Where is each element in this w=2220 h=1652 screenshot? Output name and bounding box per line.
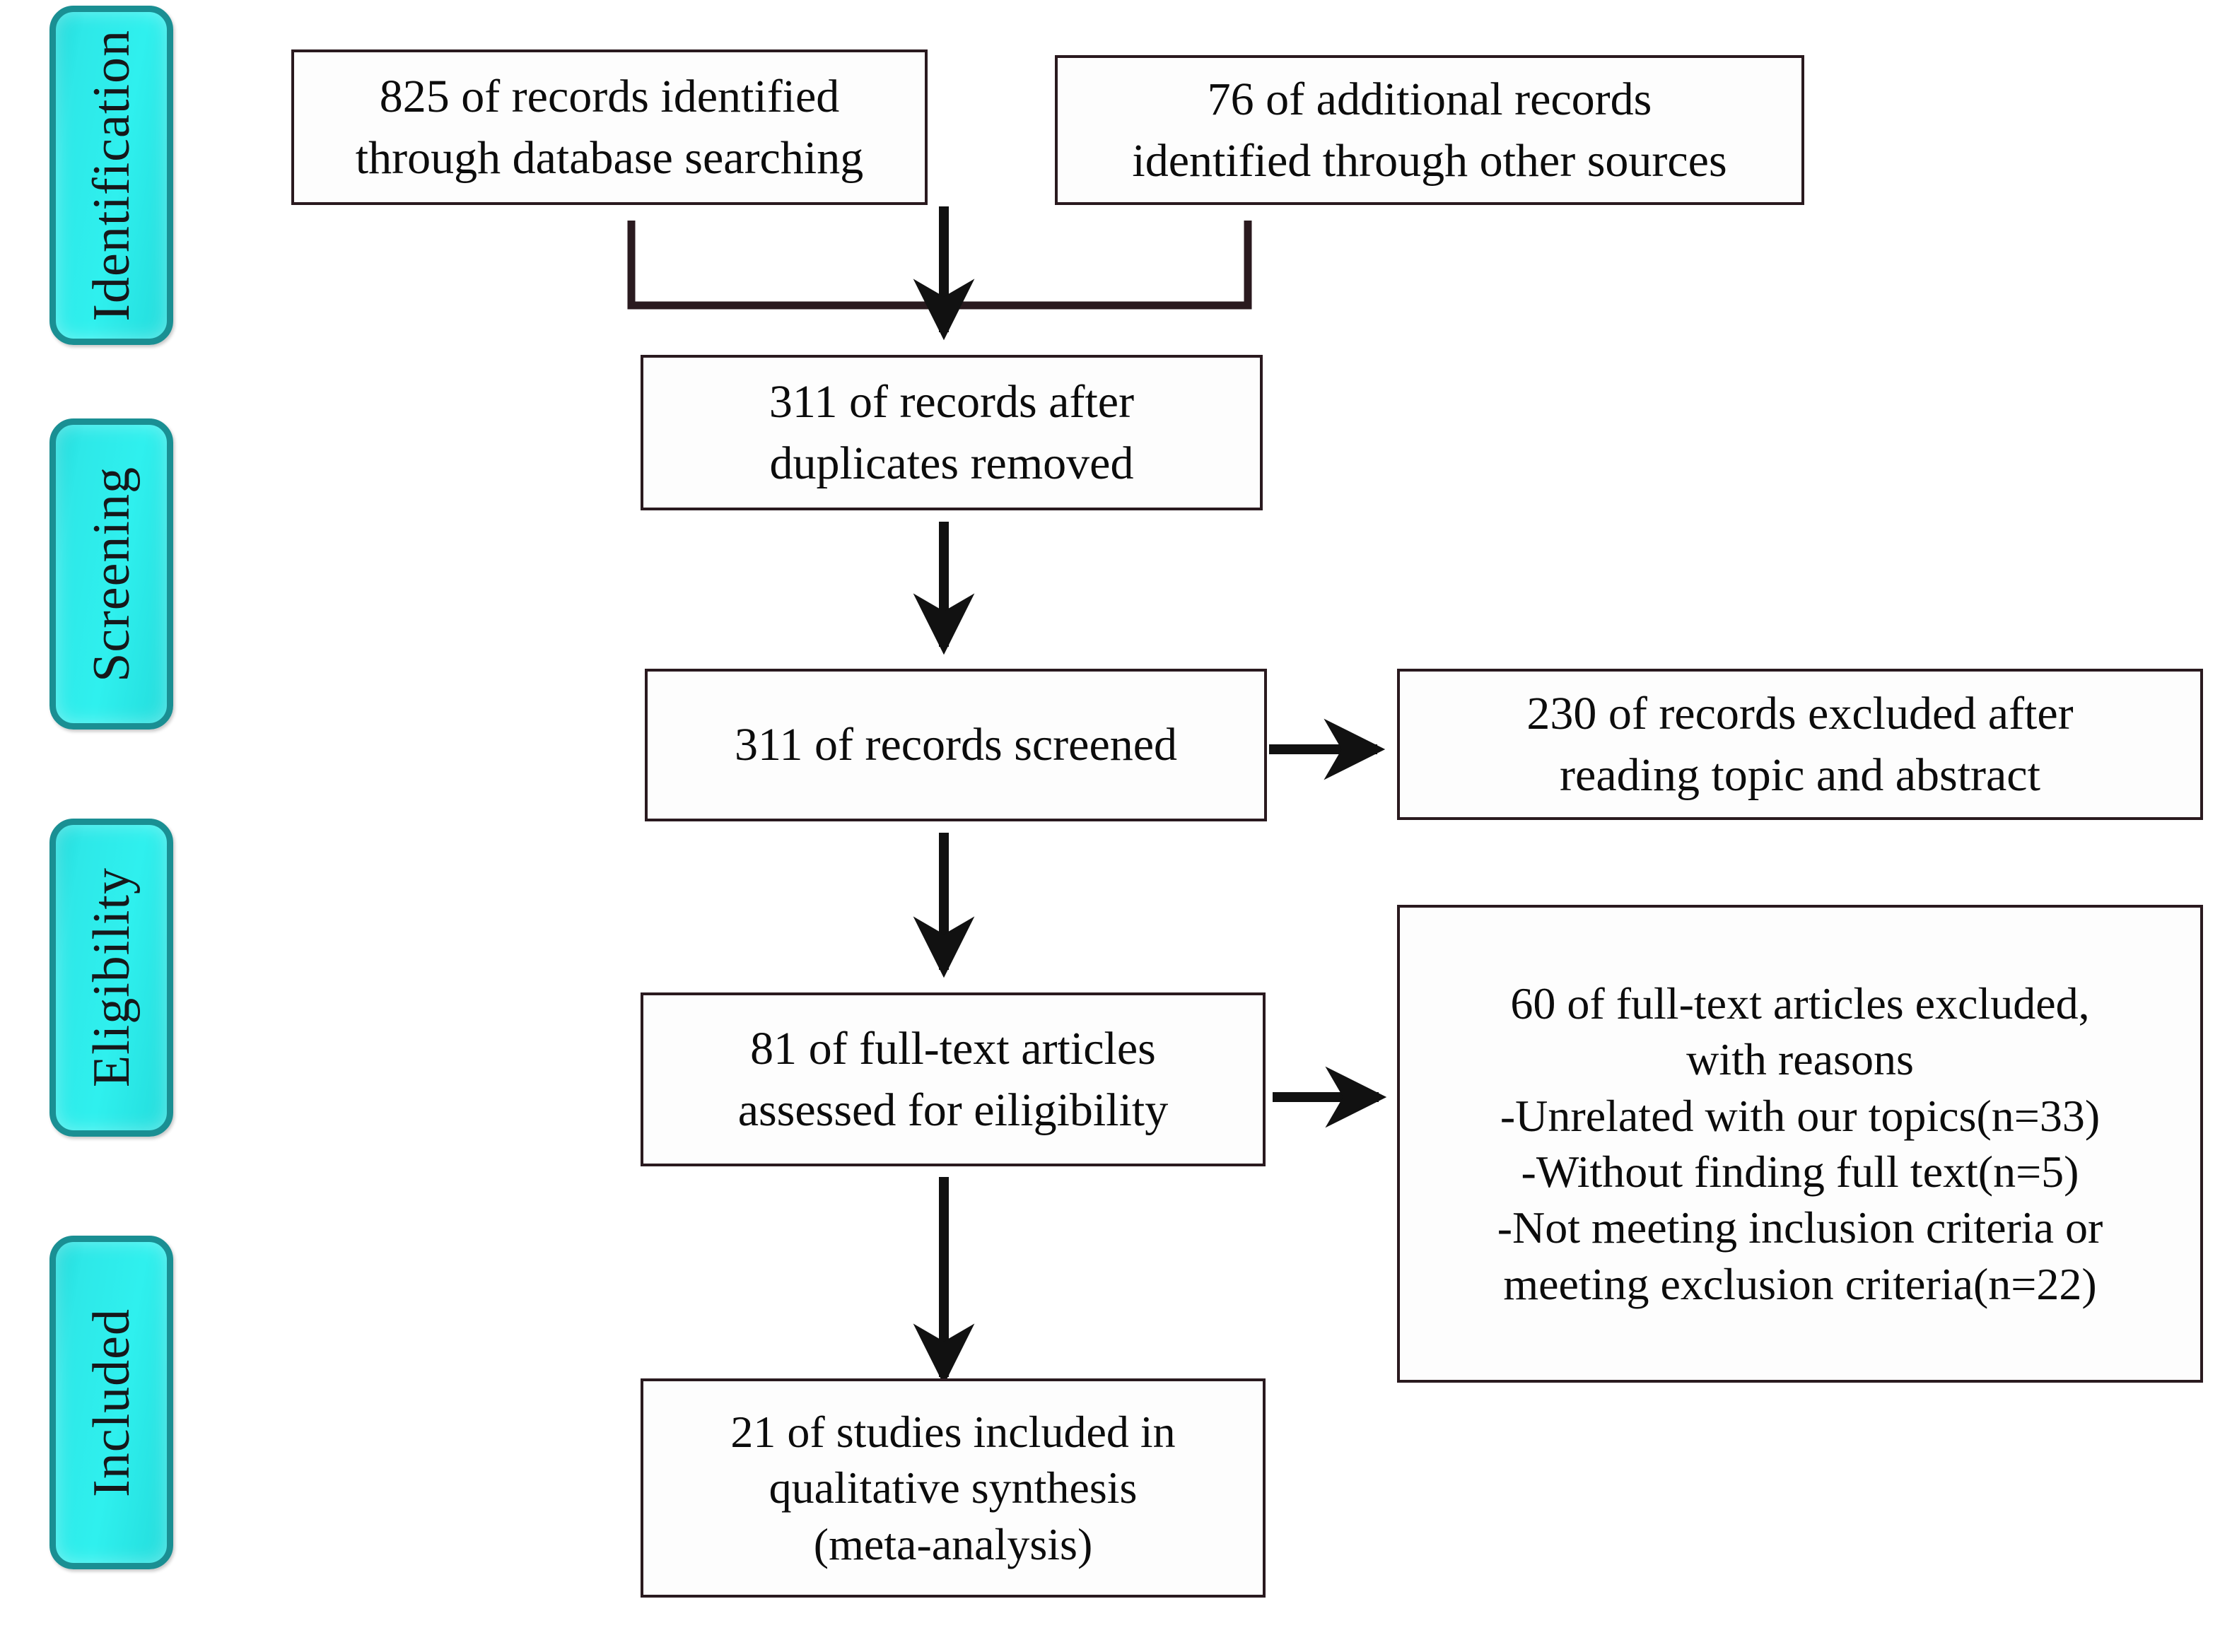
box-records-identified-database-text: 825 of records identified through databa… bbox=[355, 70, 864, 184]
box-records-excluded: 230 of records excluded after reading to… bbox=[1397, 669, 2203, 820]
box-records-identified-other-text: 76 of additional records identified thro… bbox=[1132, 73, 1727, 187]
box-studies-included-text: 21 of studies included in qualitative sy… bbox=[730, 1406, 1176, 1569]
box-records-excluded-text: 230 of records excluded after reading to… bbox=[1526, 687, 2074, 801]
box-records-screened: 311 of records screened bbox=[645, 669, 1267, 821]
stage-label-identification-text: Identification bbox=[82, 29, 141, 322]
box-fulltext-assessed-text: 81 of full-text articles assessed for ei… bbox=[737, 1022, 1169, 1136]
stage-label-included-text: Included bbox=[82, 1308, 141, 1497]
stage-label-eligibility-text: Eligibility bbox=[82, 867, 141, 1088]
stage-label-screening: Screening bbox=[49, 418, 173, 730]
stage-label-identification: Identification bbox=[49, 6, 173, 345]
box-fulltext-excluded: 60 of full-text articles excluded, with … bbox=[1397, 905, 2203, 1383]
box-fulltext-excluded-text: 60 of full-text articles excluded, with … bbox=[1497, 978, 2103, 1309]
box-records-after-duplicates-text: 311 of records after duplicates removed bbox=[769, 375, 1135, 489]
box-records-identified-other: 76 of additional records identified thro… bbox=[1055, 55, 1804, 205]
box-records-after-duplicates: 311 of records after duplicates removed bbox=[641, 355, 1263, 510]
box-fulltext-assessed: 81 of full-text articles assessed for ei… bbox=[641, 992, 1266, 1166]
connector-merge-bracket bbox=[627, 206, 1252, 341]
stage-label-screening-text: Screening bbox=[82, 466, 141, 682]
box-studies-included: 21 of studies included in qualitative sy… bbox=[641, 1378, 1266, 1598]
stage-label-included: Included bbox=[49, 1236, 173, 1569]
box-records-identified-database: 825 of records identified through databa… bbox=[291, 49, 928, 205]
stage-label-eligibility: Eligibility bbox=[49, 819, 173, 1137]
box-records-screened-text: 311 of records screened bbox=[734, 719, 1178, 771]
